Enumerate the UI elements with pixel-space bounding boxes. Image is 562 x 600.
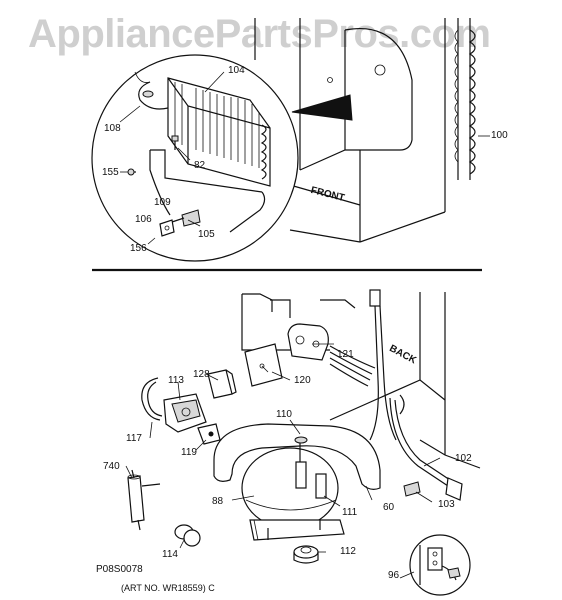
label-120: 120 — [294, 375, 311, 386]
label-96: 96 — [388, 570, 400, 581]
machine-compartment — [241, 289, 481, 501]
label-82: 82 — [194, 160, 206, 171]
drawing-code: P08S0078 — [96, 564, 143, 575]
label-102: 102 — [455, 453, 472, 464]
label-156: 156 — [130, 243, 147, 254]
grommet-114 — [174, 524, 201, 547]
leader-lines — [125, 343, 441, 579]
compressor — [213, 423, 381, 564]
label-109: 109 — [154, 197, 171, 208]
label-110: 110 — [276, 409, 292, 420]
door-gasket-coil — [454, 18, 490, 180]
filter-drier — [127, 469, 161, 531]
label-60: 60 — [383, 502, 395, 513]
label-103: 103 — [438, 499, 455, 510]
label-117: 117 — [126, 433, 142, 444]
label-740: 740 — [103, 461, 120, 472]
condenser-detail — [119, 71, 271, 245]
outlet-detail — [409, 534, 471, 596]
label-114: 114 — [162, 549, 178, 560]
label-111: 111 — [342, 507, 358, 518]
cabinet-drawing — [254, 18, 446, 243]
label-100: 100 — [491, 130, 508, 141]
label-155: 155 — [102, 167, 119, 178]
label-105: 105 — [198, 229, 215, 240]
start-relay-assembly — [141, 369, 237, 445]
label-121: 121 — [337, 349, 354, 360]
label-119: 119 — [181, 447, 197, 458]
watermark: AppliancePartsPros.com — [28, 12, 491, 56]
label-106: 106 — [135, 214, 152, 225]
label-128: 128 — [193, 369, 210, 380]
label-88: 88 — [212, 496, 224, 507]
label-113: 113 — [168, 375, 184, 386]
label-104: 104 — [228, 65, 245, 76]
art-number: (ART NO. WR18559) C — [121, 583, 215, 593]
callout-pointer — [291, 94, 353, 121]
label-112: 112 — [340, 546, 356, 557]
label-108: 108 — [104, 123, 121, 134]
